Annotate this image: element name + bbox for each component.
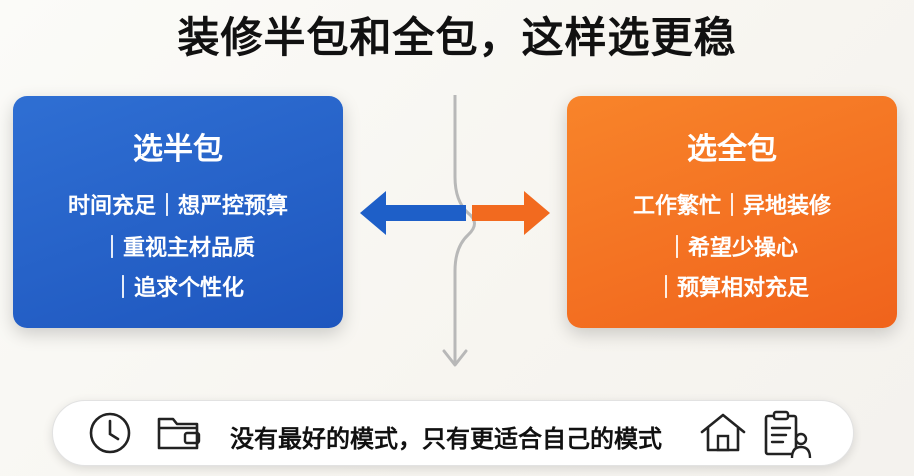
divider-line (453, 95, 476, 365)
clipboard-person-icon (764, 410, 812, 459)
half-package-card: 选半包 时间充足｜想严控预算 ｜重视主材品质 ｜追求个性化 (13, 96, 343, 328)
divider-arrowhead (442, 349, 468, 367)
clock-icon (89, 412, 131, 454)
half-package-line-2: ｜重视主材品质 (100, 236, 255, 261)
blue-arrow-icon (360, 191, 466, 235)
decision-connector (360, 95, 550, 367)
full-package-line-3: ｜预算相对充足 (654, 276, 809, 301)
house-icon (700, 413, 746, 452)
page-title: 装修半包和全包，这样选更稳 (177, 13, 737, 62)
half-package-heading: 选半包 (133, 132, 223, 167)
half-package-line-3: ｜追求个性化 (111, 276, 244, 301)
half-package-line-1: 时间充足｜想严控预算 (67, 194, 288, 219)
full-package-heading: 选全包 (687, 132, 777, 167)
full-package-line-1: 工作繁忙｜异地装修 (632, 194, 831, 219)
footer-slogan: 没有最好的模式，只有更适合自己的模式 (230, 425, 662, 453)
full-package-card: 选全包 工作繁忙｜异地装修 ｜希望少操心 ｜预算相对充足 (567, 96, 897, 328)
footer-bar: 没有最好的模式，只有更适合自己的模式 (52, 400, 854, 466)
full-package-line-2: ｜希望少操心 (665, 236, 798, 261)
wallet-icon (157, 417, 201, 450)
orange-arrow-icon (472, 191, 550, 235)
